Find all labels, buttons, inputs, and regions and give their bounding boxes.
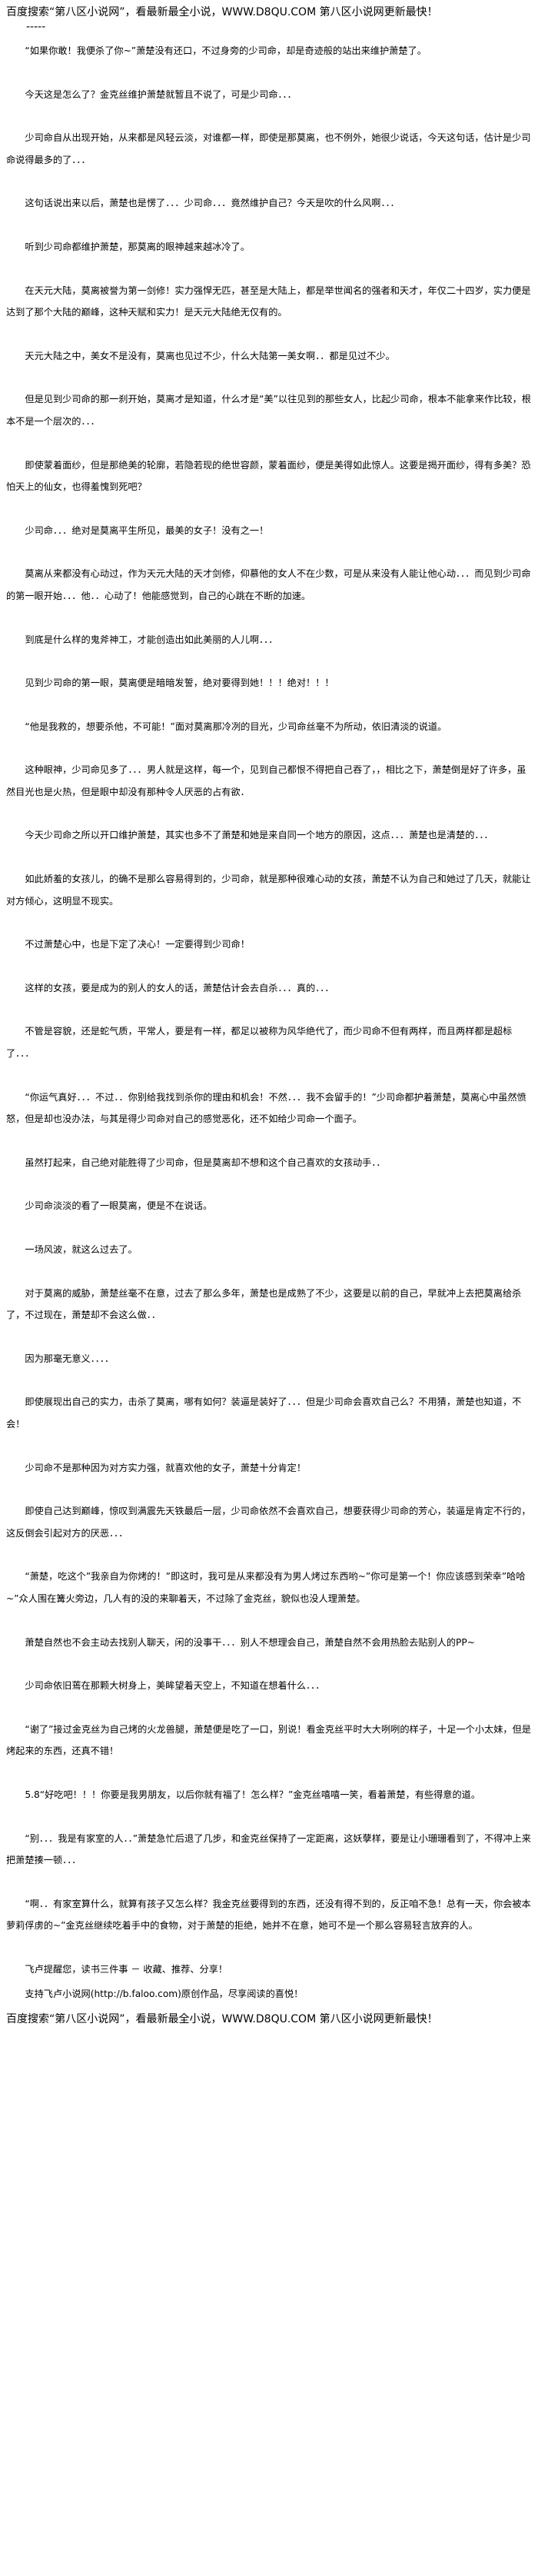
- story-paragraph: 对于莫离的威胁，萧楚丝毫不在意，过去了那么多年，萧楚也是成熟了不少，这要是以前的…: [6, 1287, 522, 1321]
- story-paragraph: 不过萧楚心中，也是下定了决心！一定要得到少司命！: [25, 939, 250, 950]
- separator-dashes: -----: [26, 21, 46, 33]
- story-paragraph: 少司命．．．绝对是莫离平生所见，最美的女子！没有之一！: [25, 524, 269, 536]
- story-paragraph: 即使自己达到巅峰，惊叹到满震先天铁最后一层，少司命依然不会喜欢自己，想要获得少司…: [6, 1506, 531, 1539]
- story-paragraph: 少司命依旧蔫在那颗大树身上，美眸望着天空上，不知道在想着什么．．．: [25, 1680, 325, 1692]
- story-paragraph: 到底是什么样的鬼斧神工，才能创造出如此美丽的人儿啊．．．: [25, 634, 278, 645]
- story-paragraph: 即使蒙着面纱，但是那绝美的轮廓，若隐若现的绝世容颜，蒙着面纱，便是美得如此惊人。…: [6, 459, 531, 493]
- reading-reminder: 飞卢提醒您，读书三件事 － 收藏、推荐、分享！: [25, 1963, 228, 1975]
- story-paragraph: “啊．．有家室算什么，就算有孩子又怎么样？我金克丝要得到的东西，还没有得不到的，…: [6, 1898, 531, 1932]
- story-paragraph: 因为那毫无意义．．．．: [25, 1353, 115, 1364]
- site-banner-bottom: 百度搜索“第八区小说网”，看最新最全小说，WWW.D8QU.COM 第八区小说网…: [6, 2013, 438, 2026]
- story-paragraph: 但是见到少司命的那一刹开始，莫离才是知道，什么才是“美”以往见到的那些女人，比起…: [6, 394, 531, 427]
- story-paragraph: 少司命自从出现开始，从来都是风轻云淡，对谁都一样，即使是那莫离，也不例外，她很少…: [6, 132, 531, 165]
- story-paragraph: 在天元大陆，莫离被誉为第一剑修！实力强悍无匹，甚至是大陆上，都是举世闻名的强者和…: [6, 285, 531, 318]
- story-paragraph: 5.8“好吃吧！！！你要是我男朋友，以后你就有福了！怎么样？”金克丝嘻嘻一笑，看…: [25, 1789, 481, 1800]
- story-paragraph: 即使展现出自己的实力，击杀了莫离，哪有如何？装逼是装好了．．．但是少司命会喜欢自…: [6, 1396, 522, 1429]
- story-paragraph: 不管是容貌，还是蛇气质，平常人，要是有一样，都足以被称为风华绝代了，而少司命不但…: [6, 1026, 513, 1060]
- story-paragraph: “他是我救的，想要杀他，不可能！”面对莫离那冷冽的目光，少司命丝毫不为所动，依旧…: [25, 721, 447, 732]
- story-paragraph: 听到少司命都维护萧楚，那莫离的眼神越来越冰冷了。: [25, 241, 250, 252]
- story-paragraph: “萧楚，吃这个”我亲自为你烤的！”即这时，我可是从来都没有为男人烤过东西哟~”你…: [6, 1571, 526, 1604]
- story-paragraph: “谢了”接过金克丝为自己烤的火龙兽腿，萧楚便是吃了一口，别说！看金克丝平时大大咧…: [6, 1723, 531, 1757]
- story-paragraph: 今天这是怎么了？金克丝维护萧楚就暂且不说了，可是少司命．．．: [25, 88, 297, 100]
- story-paragraph: 莫离从来都没有心动过，作为天元大陆的天才剑修，仰慕他的女人不在少数，可是从来没有…: [6, 568, 531, 601]
- story-paragraph: 这句话说出来以后，萧楚也是愣了．．．少司命．．．竟然维护自己？今天是吹的什么风啊…: [25, 198, 400, 209]
- story-paragraph: 少司命不是那种因为对方实力强，就喜欢他的女子，萧楚十分肯定！: [25, 1462, 307, 1473]
- site-banner-top: 百度搜索“第八区小说网”，看最新最全小说，WWW.D8QU.COM 第八区小说网…: [6, 6, 438, 18]
- story-paragraph: 一场风波，就这么过去了。: [25, 1244, 138, 1255]
- story-paragraph: 虽然打起来，自己绝对能胜得了少司命，但是莫离却不想和这个自己喜欢的女孩动手．．: [25, 1157, 386, 1168]
- story-paragraph: 见到少司命的第一眼，莫离便是暗暗发誓，绝对要得到她！！！绝对！！！: [25, 677, 334, 689]
- story-paragraph: 少司命淡淡的看了一眼莫离，便是不在说话。: [25, 1200, 213, 1212]
- story-paragraph: 如此娇羞的女孩儿，的确不是那么容易得到的，少司命，就是那种很难心动的女孩，萧楚不…: [6, 874, 531, 907]
- story-paragraph: “你运气真好．．．不过．．你别给我找到杀你的理由和机会！不然．．．我不会留手的！…: [6, 1091, 526, 1125]
- story-paragraph: 天元大陆之中，美女不是没有，莫离也见过不少，什么大陆第一美女啊．．都是见过不少。: [25, 350, 395, 361]
- chapter-content: “如果你敢！我便杀了你~”萧楚没有还口，不过身旁的少司命，却是奇迹般的站出来维护…: [6, 40, 532, 1937]
- story-paragraph: 萧楚自然也不会主动去找别人聊天，闲的没事干．．．别人不想理会自己，萧楚自然不会用…: [25, 1636, 475, 1648]
- story-paragraph: 这样的女孩，要是成为的别人的女人的话，萧楚估计会去自杀．．．真的．．．: [25, 982, 334, 993]
- support-notice: 支持飞卢小说网(http://b.faloo.com)原创作品，尽享阅读的喜悦！: [25, 1989, 304, 2000]
- story-paragraph: 今天少司命之所以开口维护萧楚，其实也多不了萧楚和她是来自同一个地方的原因，这点．…: [25, 830, 493, 841]
- story-paragraph: “别．．．我是有家室的人．．”萧楚急忙后退了几步，和金克丝保持了一定距离，这妖孽…: [6, 1832, 531, 1866]
- story-paragraph: “如果你敢！我便杀了你~”萧楚没有还口，不过身旁的少司命，却是奇迹般的站出来维护…: [25, 45, 427, 56]
- story-paragraph: 这种眼神，少司命见多了．．．男人就是这样，每一个，见到自己都恨不得把自己吞了，，…: [6, 764, 526, 797]
